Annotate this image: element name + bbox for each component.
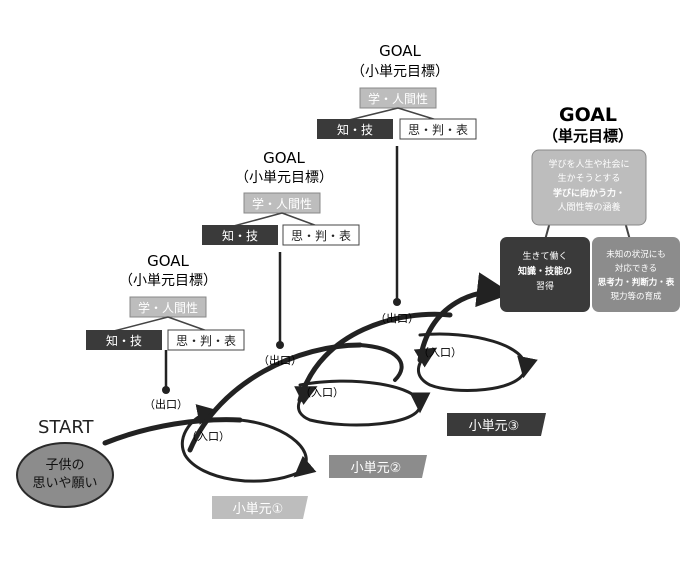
small-goal-1-title: GOAL: [147, 252, 189, 270]
final-goal-right-line1: 未知の状況にも: [606, 249, 666, 260]
small-goal-3-title: GOAL: [379, 42, 421, 60]
small-goal-3-right-box: [399, 118, 477, 140]
start-wish-line1: 子供の: [45, 458, 84, 473]
small-goal-2: GOAL （小単元目標） 学・人間性 知・技 思・判・表 （出口）: [202, 149, 360, 367]
final-goal-right-line2: 対応できる: [615, 263, 657, 274]
final-goal-top-box: [531, 149, 647, 226]
small-goal-3-subtitle: （小単元目標）: [351, 64, 449, 80]
final-goal-left-line2: 知識・技能の: [517, 265, 572, 277]
small-goal-1-subtitle: （小単元目標）: [119, 273, 217, 289]
unit-label-2-bg: [329, 455, 427, 478]
small-goal-2-right-text: 思・判・表: [291, 229, 351, 243]
final-goal-subtitle: （単元目標）: [543, 127, 633, 145]
entry-label-2: （入口）: [300, 386, 344, 399]
small-goal-1-top-text: 学・人間性: [138, 300, 198, 315]
exit-label-3: （出口）: [375, 311, 419, 325]
unit-label-3: 小単元③: [469, 418, 520, 434]
small-goal-3-right-text: 思・判・表: [408, 123, 468, 137]
small-goal-1: GOAL （小単元目標） 学・人間性 知・技 思・判・表 （出口）: [86, 252, 245, 411]
final-goal-right-line4: 現力等の育成: [610, 291, 662, 302]
exit-label-2: （出口）: [258, 353, 302, 367]
small-goal-2-title: GOAL: [263, 149, 305, 167]
final-goal-right-line3: 思考力・判断力・表: [598, 277, 675, 288]
small-goal-2-right-box: [282, 224, 360, 246]
small-goal-1-right-text: 思・判・表: [176, 334, 236, 348]
small-goal-3-top-text: 学・人間性: [368, 91, 428, 106]
small-goal-3-left-text: 知・技: [337, 123, 373, 137]
small-goal-1-left-text: 知・技: [106, 334, 142, 348]
unit-label-1-bg: [212, 496, 308, 519]
final-goal: GOAL （単元目標） 学びを人生や社会に 生かそうとする 学びに向かう力・ 人…: [500, 104, 680, 312]
final-goal-top-line4: 人間性等の涵養: [557, 201, 620, 213]
start-label: START: [38, 417, 95, 438]
final-goal-top-line2: 生かそうとする: [558, 172, 621, 184]
exit-label-1: （出口）: [144, 397, 188, 411]
unit-label-3-bg: [447, 413, 546, 436]
small-goal-2-top-text: 学・人間性: [252, 196, 312, 211]
small-goal-3-left-box: [317, 119, 393, 139]
final-goal-left-line3: 習得: [536, 280, 554, 292]
entry-label-3: （入口）: [418, 346, 462, 359]
final-goal-right-box: [592, 237, 680, 312]
small-goal-2-subtitle: （小単元目標）: [235, 170, 333, 186]
unit-label-2: 小単元②: [351, 460, 402, 476]
small-goal-3: GOAL （小単元目標） 学・人間性 知・技 思・判・表 （出口）: [317, 42, 477, 325]
small-goal-1-right-box: [167, 329, 245, 351]
final-goal-top-line3: 学びに向かう力・: [553, 187, 625, 199]
small-goal-2-left-text: 知・技: [222, 229, 258, 243]
small-goal-2-left-box: [202, 225, 278, 245]
start-wish-line2: 思いや願い: [32, 476, 97, 491]
final-goal-title: GOAL: [559, 104, 617, 126]
final-goal-top-line1: 学びを人生や社会に: [548, 158, 629, 170]
flow-path: [102, 272, 538, 483]
final-goal-left-line1: 生きて働く: [522, 250, 567, 262]
final-goal-left-box: [500, 237, 590, 312]
small-goal-1-left-box: [86, 330, 162, 350]
unit-label-1: 小単元①: [233, 501, 284, 517]
start-wish-ellipse: [16, 442, 114, 508]
entry-label-1: （入口）: [186, 430, 230, 443]
